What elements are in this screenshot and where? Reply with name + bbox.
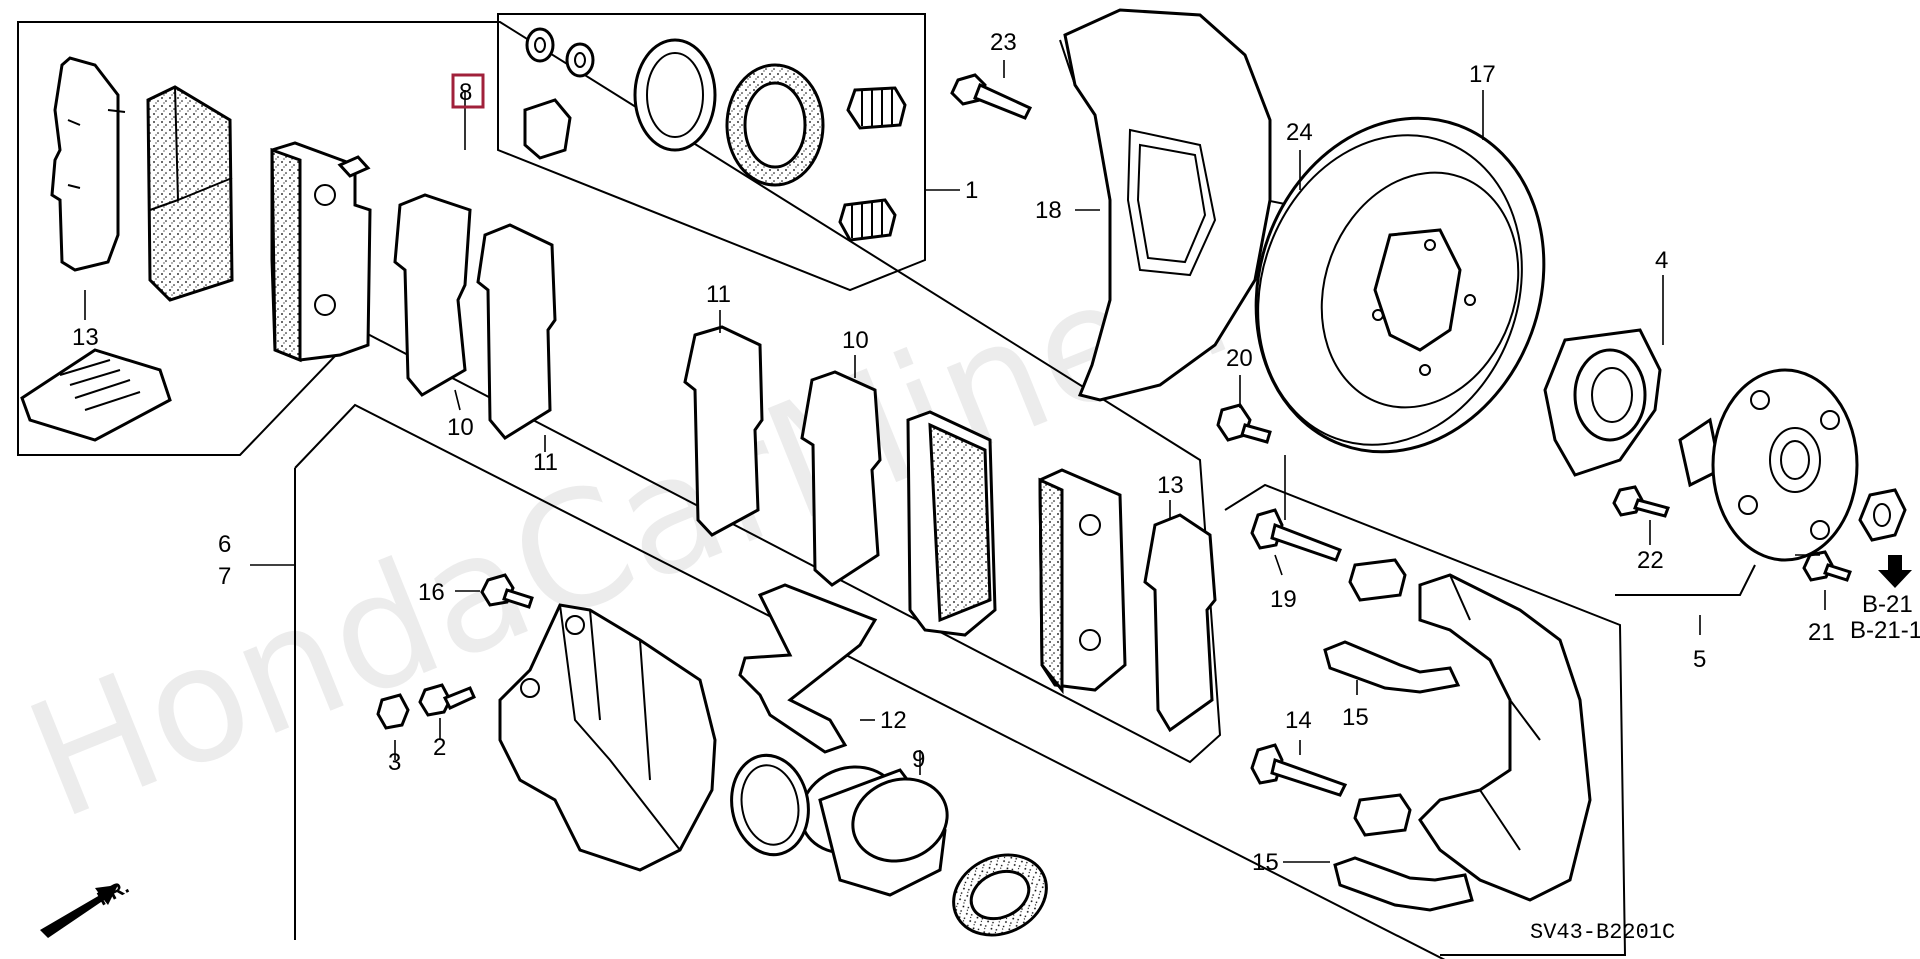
frame-hub: [1615, 564, 1756, 596]
brake-pad-top-left: [146, 85, 234, 302]
part-13-shim: [50, 56, 126, 272]
frame-caliper: [294, 403, 1446, 959]
label-17: 17: [1469, 61, 1496, 88]
part-5-hub: [1678, 368, 1859, 562]
caliper-body: [498, 603, 717, 872]
part-22-bolt: [1612, 485, 1670, 518]
label-7: 7: [218, 563, 231, 590]
caliper-bracket: [1418, 573, 1592, 902]
label-15-lower: 15: [1252, 849, 1279, 876]
part-15-pad-clip-lower: [1333, 856, 1474, 912]
hub-nut: [1858, 488, 1907, 542]
label-24: 24: [1286, 119, 1313, 146]
label-18: 18: [1035, 197, 1062, 224]
label-b21-1: B-21-1: [1850, 617, 1920, 644]
label-15-upper: 15: [1342, 704, 1369, 731]
brake-pad-lower-2: [1038, 468, 1127, 695]
label-16: 16: [418, 579, 445, 606]
shim-10-lower: [800, 370, 882, 587]
grease-packet: [20, 348, 172, 442]
leader-lines: [84, 60, 1826, 863]
part-15-pad-clip-upper: [1323, 640, 1461, 694]
brake-pad-backplate: [270, 141, 372, 363]
part-20-bolt: [1216, 403, 1272, 444]
frame-seal-kit: [497, 13, 926, 292]
part-12-retainer-clip: [738, 583, 878, 754]
label-20: 20: [1226, 345, 1253, 372]
label-23: 23: [990, 29, 1017, 56]
part-21-bolt: [1802, 550, 1852, 582]
label-13-lower: 13: [1157, 472, 1184, 499]
piston-seal-ring: [730, 753, 810, 857]
label-12: 12: [880, 707, 907, 734]
label-b21: B-21: [1862, 591, 1913, 618]
label-5: 5: [1693, 646, 1706, 673]
label-1: 1: [965, 177, 978, 204]
label-2: 2: [433, 734, 446, 761]
seal-kit-contents: [523, 27, 907, 242]
arrow-down-icon: [1878, 555, 1912, 588]
highlight-box-8: [451, 73, 485, 109]
part-17-brake-disc: [1254, 116, 1546, 454]
label-8: 8: [459, 79, 472, 106]
shim-11-lower: [683, 325, 764, 537]
label-10-lower: 10: [842, 327, 869, 354]
piston-boot: [952, 853, 1048, 937]
label-13-top: 13: [72, 324, 99, 351]
frame-caliper-bracket: [1224, 483, 1627, 956]
brake-pad-lower-1: [906, 410, 997, 637]
label-19: 19: [1270, 586, 1297, 613]
label-4: 4: [1655, 247, 1668, 274]
label-10-top: 10: [447, 414, 474, 441]
frame-pad-set: [17, 21, 1222, 764]
part-3-cap: [376, 693, 410, 730]
boot-19: [1348, 558, 1407, 602]
label-9: 9: [912, 746, 925, 773]
shim-10-top: [393, 193, 472, 397]
part-18-splash-shield: [1059, 8, 1272, 402]
part-16-bolt: [480, 573, 534, 609]
front-direction-arrow-icon: [40, 885, 118, 938]
label-3: 3: [388, 749, 401, 776]
label-14: 14: [1285, 707, 1312, 734]
boot-14: [1353, 793, 1412, 837]
label-21-left: 21: [1808, 619, 1835, 646]
part-14-guide-pin: [1250, 743, 1348, 797]
label-fr: FR.: [94, 876, 133, 911]
shim-11-top: [476, 223, 557, 440]
label-22: 22: [1637, 547, 1664, 574]
shim-13-lower: [1143, 513, 1217, 733]
diagram-code: SV43-B2201C: [1530, 920, 1675, 945]
part-23-bolt: [950, 73, 1033, 120]
label-11-top: 11: [533, 449, 558, 476]
part-19-guide-pin: [1250, 508, 1342, 562]
label-11-lower: 11: [706, 281, 731, 308]
part-4-hub-bearing: [1543, 328, 1662, 477]
label-6: 6: [218, 531, 231, 558]
part-2-bleeder: [418, 683, 476, 717]
part-9-piston: [799, 765, 949, 897]
